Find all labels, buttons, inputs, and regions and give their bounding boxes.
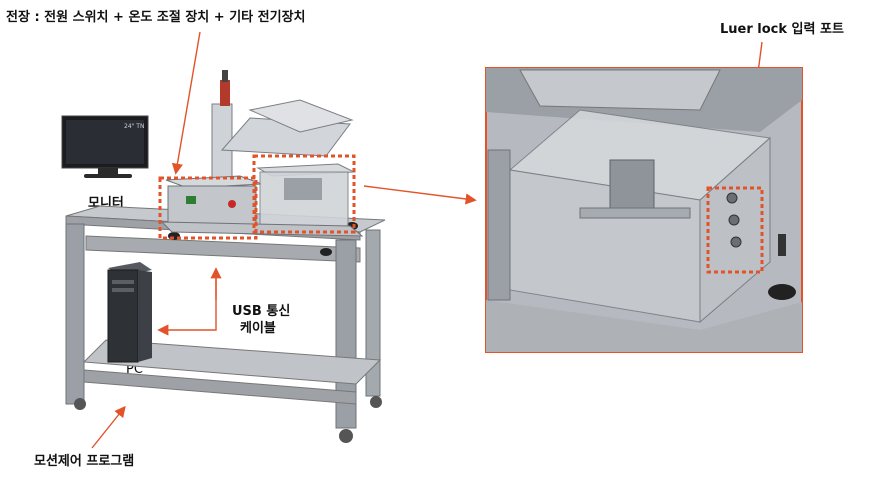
- motion-label: 모션제어 프로그램: [34, 454, 135, 469]
- usb-arrow: [157, 278, 217, 336]
- cable-label: 케이블: [240, 321, 276, 336]
- luer-port-callout: [706, 186, 764, 274]
- monitor-screen-text: 24" TN: [124, 123, 144, 130]
- pc-tower-illustration: [107, 262, 152, 363]
- usb-label: USB 통신: [232, 304, 291, 319]
- zoom-arrow: [363, 185, 477, 205]
- motion-arrow: [91, 405, 126, 449]
- electrical-arrow: [171, 31, 201, 175]
- chamber-callout: [252, 154, 356, 234]
- electrical-box-callout: [158, 176, 258, 240]
- monitor-illustration: 24" TN: [61, 115, 149, 178]
- zoom-detail-panel: [485, 67, 803, 353]
- luer-label: Luer lock 입력 포트: [720, 22, 844, 37]
- electrical-label: 전장 : 전원 스위치 + 온도 조절 장치 + 기타 전기장치: [6, 10, 306, 25]
- device-illustration: [160, 70, 364, 237]
